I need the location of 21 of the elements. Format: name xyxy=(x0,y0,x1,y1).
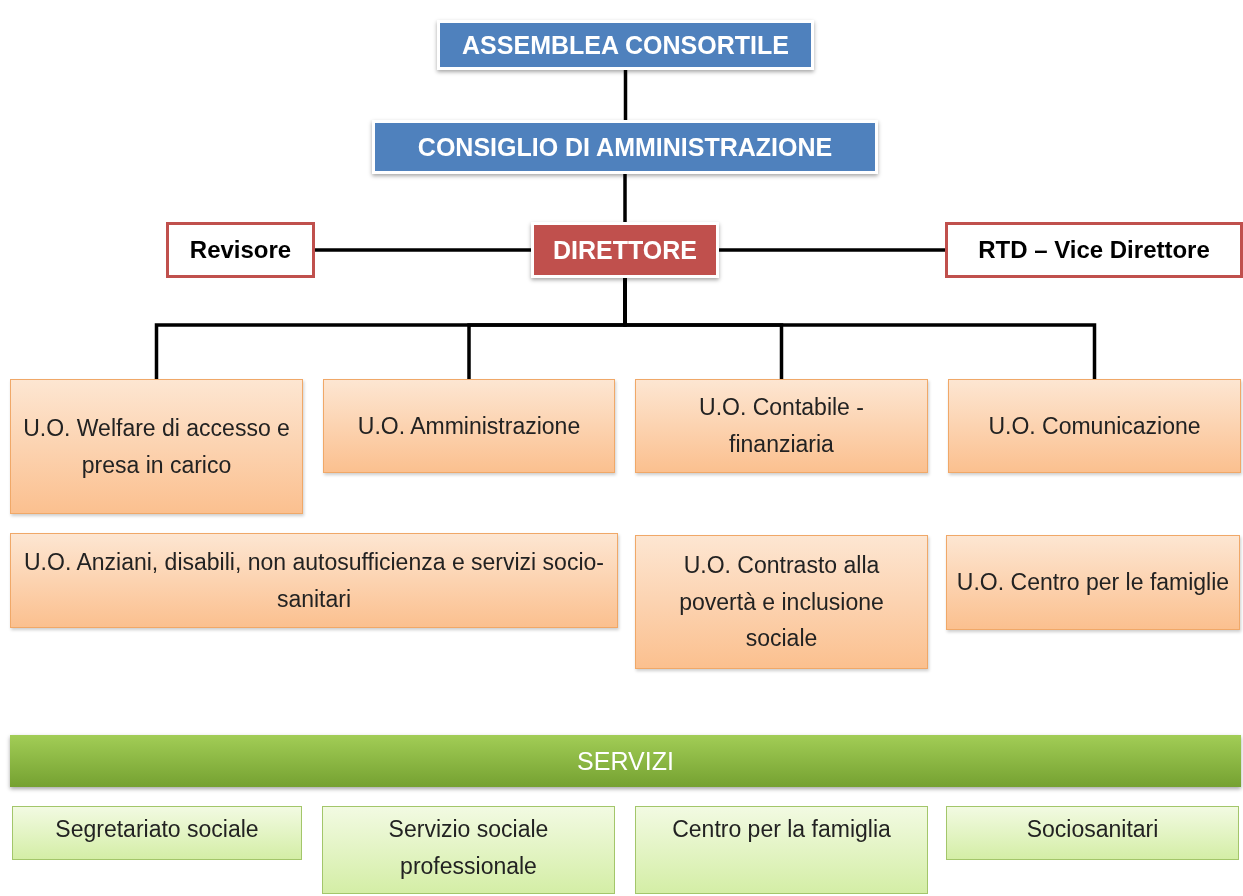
connector-line xyxy=(315,248,531,252)
unit-box: U.O. Amministrazione xyxy=(323,379,615,473)
connector-line xyxy=(719,248,945,252)
service-box: Centro per la famiglia xyxy=(635,806,928,894)
unit-box: U.O. Anziani, disabili, non autosufficienza e servizi socio-sanitari xyxy=(10,533,618,628)
unit-box: U.O. Contrasto alla povertà e inclusione sociale xyxy=(635,535,928,669)
title-box: ASSEMBLEA CONSORTILE xyxy=(437,20,814,70)
connector-line xyxy=(623,174,627,222)
role-box: RTD – Vice Direttore xyxy=(945,222,1243,278)
service-box: Sociosanitari xyxy=(946,806,1239,860)
section-banner: SERVIZI xyxy=(10,735,1241,787)
unit-box: U.O. Contabile - finanziaria xyxy=(635,379,928,473)
service-box: Servizio sociale professionale xyxy=(322,806,615,894)
unit-box: U.O. Comunicazione xyxy=(948,379,1241,473)
service-box: Segretariato sociale xyxy=(12,806,302,860)
title-box: CONSIGLIO DI AMMINISTRAZIONE xyxy=(372,120,878,174)
title-box: DIRETTORE xyxy=(531,222,719,278)
role-box: Revisore xyxy=(166,222,315,278)
connector-line xyxy=(623,70,628,120)
unit-box: U.O. Welfare di accesso e presa in carico xyxy=(10,379,303,514)
unit-box: U.O. Centro per le famiglie xyxy=(946,535,1240,630)
